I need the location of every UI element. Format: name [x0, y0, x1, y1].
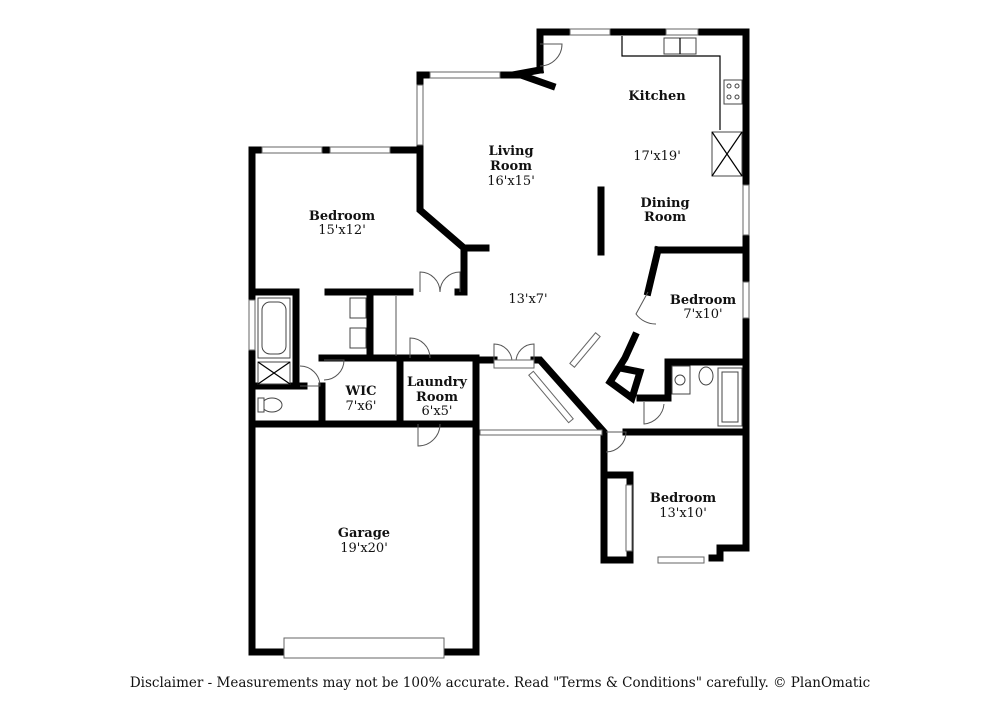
wic-label: WIC [344, 384, 376, 399]
bedroom1-label: Bedroom [309, 209, 376, 224]
living-room-label-1: Living [488, 144, 533, 159]
bath-door-swing [299, 365, 321, 387]
bedroom1-closet-door [419, 271, 461, 293]
disclaimer-text: Disclaimer - Measurements may not be 100… [129, 675, 871, 691]
window-bedroom3-bottom [657, 556, 705, 564]
laundry-room-dims: 6'x5' [421, 404, 452, 419]
garage-door [283, 637, 445, 659]
kitchen-fixtures [539, 36, 743, 177]
hall-closet-slider [528, 370, 574, 424]
garage-entry-door [417, 423, 441, 447]
kitchen-door-swing [539, 43, 563, 67]
hall-closet-slider2 [569, 332, 601, 368]
window-bedroom2-right [742, 281, 750, 319]
room-labels: Kitchen Living Room 16'x15' 17'x19' Dini… [309, 89, 737, 556]
bath2-door-swing [643, 402, 665, 425]
wall-bedroom2-left [643, 245, 663, 297]
kitchen-dining-dims: 17'x19' [633, 149, 681, 164]
living-room-label-2: Room [490, 159, 532, 174]
bedroom2-door-swing [635, 291, 657, 325]
garage-label: Garage [338, 526, 390, 541]
patio-threshold [479, 429, 603, 436]
bedroom3-label: Bedroom [650, 491, 717, 506]
bath2-toilet-icon [698, 366, 714, 386]
living-room-dims: 16'x15' [487, 174, 535, 189]
dining-room-label-1: Dining [640, 196, 689, 211]
wall-kitchen-top [536, 28, 750, 249]
garage-dims: 19'x20' [340, 541, 388, 556]
bedroom2-dims: 7'x10' [683, 307, 722, 322]
wic-dims: 7'x6' [345, 399, 376, 414]
wall-bedroom2-top [654, 246, 750, 562]
bedroom3-closet-slider [625, 484, 633, 552]
window-bath-left [248, 299, 256, 351]
kitchen-counter [621, 36, 721, 130]
front-entry-frame [493, 359, 535, 369]
window-bedroom1-top2 [329, 146, 391, 154]
wall-bedroom2-door [605, 331, 645, 404]
vanity-sink2 [349, 327, 367, 349]
window-living-top [429, 71, 501, 79]
bedroom3-door-swing [605, 431, 627, 453]
bedroom1-dims: 15'x12' [318, 223, 366, 238]
window-kitchen-top2 [665, 28, 699, 36]
wall-bath2-left [636, 358, 672, 402]
front-entry-door [493, 343, 535, 363]
dining-room-label-2: Room [644, 210, 686, 225]
bath-fixtures [257, 296, 743, 427]
wic-door-swing [323, 359, 345, 381]
window-living-left [416, 84, 424, 146]
laundry-room-label-2: Room [416, 390, 458, 405]
range-icon [723, 79, 743, 105]
kitchen-label: Kitchen [628, 89, 686, 104]
wall-kitchen-diagonal [504, 65, 557, 91]
hall-dims: 13'x7' [508, 292, 547, 307]
wall-hall-bottom [530, 356, 634, 564]
bedroom2-label: Bedroom [670, 293, 737, 308]
laundry-room-label-1: Laundry [407, 375, 467, 390]
window-bedroom1-top1 [261, 146, 323, 154]
window-dining-right [742, 184, 750, 236]
wall-living-left [416, 71, 490, 252]
windows [248, 28, 750, 659]
window-kitchen-top [569, 28, 611, 36]
vanity-sink1 [349, 297, 367, 319]
bedroom3-dims: 13'x10' [659, 506, 707, 521]
toilet-icon [261, 397, 283, 413]
laundry-door-swing [409, 337, 431, 359]
doors [409, 271, 665, 552]
